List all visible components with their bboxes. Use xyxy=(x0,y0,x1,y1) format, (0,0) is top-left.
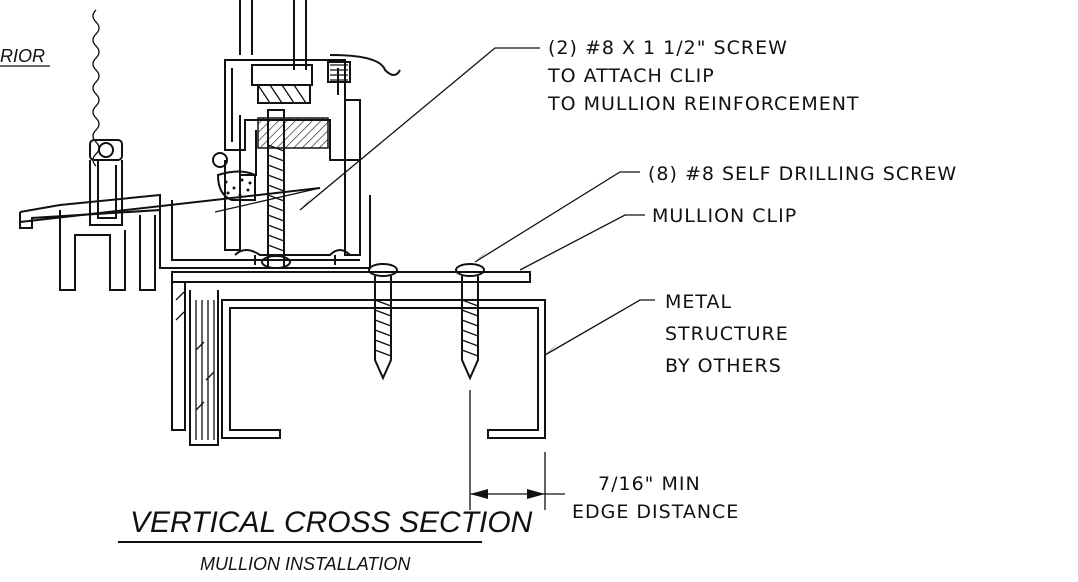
svg-text:BY OTHERS: BY OTHERS xyxy=(665,355,782,377)
sill-profile xyxy=(19,139,321,291)
sash-frame xyxy=(224,54,401,256)
leader-lines xyxy=(214,47,655,356)
long-screw-1 xyxy=(261,109,291,269)
mullion-reinforcement xyxy=(171,282,219,446)
svg-text:EDGE DISTANCE: EDGE DISTANCE xyxy=(572,501,739,523)
metal-structure-channel xyxy=(221,299,546,439)
self-drilling-screw-1 xyxy=(368,263,398,381)
svg-text:STRUCTURE: STRUCTURE xyxy=(665,323,789,345)
svg-text:METAL: METAL xyxy=(665,291,732,313)
edge-distance-dimension xyxy=(469,390,565,510)
drawing-title: VERTICAL CROSS SECTION xyxy=(130,506,533,539)
drawing-subtitle: MULLION INSTALLATION xyxy=(200,554,411,574)
svg-text:TO MULLION REINFORCEMENT: TO MULLION REINFORCEMENT xyxy=(547,93,860,115)
break-line xyxy=(92,9,100,167)
note-self-drilling-screw: (8) #8 SELF DRILLING SCREW xyxy=(648,163,957,185)
glazing-unit xyxy=(239,0,313,104)
note-edge-distance: 7/16" MIN EDGE DISTANCE xyxy=(572,473,739,523)
frame-bottom xyxy=(159,195,371,269)
note-mullion-clip: MULLION CLIP xyxy=(652,205,797,227)
mullion-clip-plate xyxy=(171,271,531,283)
svg-text:7/16" MIN: 7/16" MIN xyxy=(598,473,701,495)
svg-text:TO ATTACH CLIP: TO ATTACH CLIP xyxy=(547,65,715,87)
note-attach-screw: (2) #8 X 1 1/2" SCREW TO ATTACH CLIP TO … xyxy=(547,37,860,115)
svg-text:(2) #8 X 1 1/2" SCREW: (2) #8 X 1 1/2" SCREW xyxy=(548,37,788,59)
self-drilling-screw-2 xyxy=(455,263,485,381)
note-metal-structure: METAL STRUCTURE BY OTHERS xyxy=(665,291,789,377)
exterior-label-partial: RIOR xyxy=(0,46,45,66)
foam-gasket xyxy=(212,152,256,201)
